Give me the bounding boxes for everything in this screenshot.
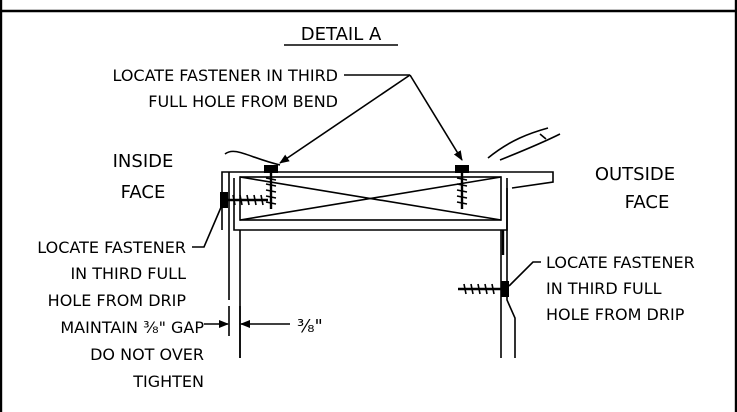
note-right-line-2: IN THIRD FULL [546,279,662,298]
note-right-line-1: LOCATE FASTENER [546,253,695,272]
note-gap-line-1: MAINTAIN ³⁄₈" GAP [60,318,204,337]
outside-face-line-1: OUTSIDE [595,164,675,185]
dimension-value: ³⁄₈" [297,316,323,337]
fastener-outside-face [458,281,509,297]
note-top-line-1: LOCATE FASTENER IN THIRD [112,66,338,85]
leader-arrow-right-fastener [409,74,463,161]
note-left-line-1: LOCATE FASTENER [37,238,186,257]
leader-arrow-left-fastener [279,74,411,164]
note-fastener-drip-right: LOCATE FASTENER IN THIRD FULL HOLE FROM … [508,253,695,324]
note-right-line-3: HOLE FROM DRIP [546,305,685,324]
note-left-line-2: IN THIRD FULL [70,264,186,283]
inside-face-line-2: FACE [121,182,166,203]
detail-title: DETAIL A [301,24,382,45]
outside-face-line-2: FACE [625,192,670,213]
inside-face-line-1: INSIDE [113,151,174,172]
gap-dimension: ³⁄₈" [204,306,323,358]
note-gap-line-3: TIGHTEN [132,372,204,391]
note-fastener-bend: LOCATE FASTENER IN THIRD FULL HOLE FROM … [112,66,463,164]
note-gap-line-2: DO NOT OVER [90,345,204,364]
note-gap: MAINTAIN ³⁄₈" GAP DO NOT OVER TIGHTEN [60,318,204,391]
note-fastener-drip-left: LOCATE FASTENER IN THIRD FULL HOLE FROM … [37,204,223,310]
fastener-top-right [455,165,469,209]
note-left-line-3: HOLE FROM DRIP [48,291,187,310]
outside-face-label: OUTSIDE FACE [595,164,675,213]
inside-face-label: INSIDE FACE [113,151,174,203]
note-top-line-2: FULL HOLE FROM BEND [148,92,338,111]
fastener-inside-face [220,192,268,208]
fastener-top-left [264,165,278,209]
